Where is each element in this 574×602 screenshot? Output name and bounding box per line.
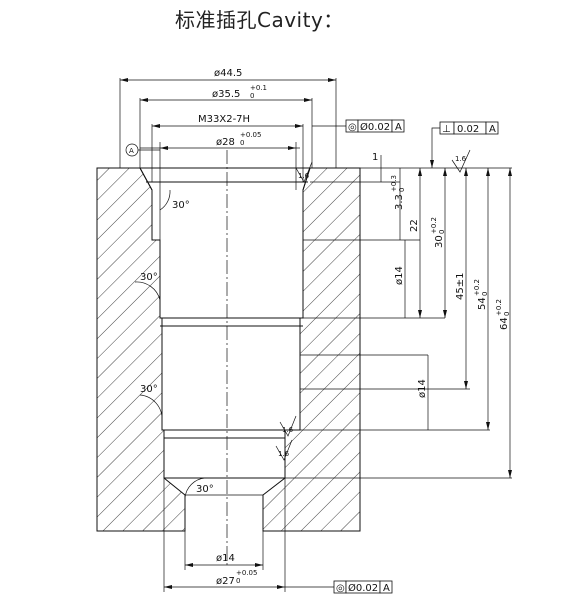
roughness-mark-top-bore: 1.6 [295,161,313,183]
angle-30-1: 30° [172,200,190,211]
dim-d14-bottom: ø14 [216,553,235,564]
dim-30-tol-up: +0.2 [430,217,438,234]
conc-bottom-symbol: ◎ [336,583,345,594]
angle-30-3: 30° [140,384,158,395]
dim-64: 64 [499,317,510,330]
dim-54: 54 [477,297,488,310]
right-wall-section [262,167,361,532]
dim-d35-5: ø35.5 [212,89,240,100]
dim-d44-5: ø44.5 [214,68,242,79]
conc-bottom-datum: A [383,583,390,594]
dim-d14-lower: ø14 [417,379,428,398]
roughness-mark-lower-1: 1.6 [279,415,297,437]
dim-45: 45±1 [455,273,466,300]
dim-54-tol-lo: 0 [481,292,489,296]
dim-3-3: 3.3 [394,194,405,210]
dim-64-tol-up: +0.2 [495,299,503,316]
angle-30-2: 30° [140,272,158,283]
conc-top-symbol: ◎ [348,122,357,133]
dim-d27-tol-up: +0.05 [236,569,257,577]
dim-m33: M33X2-7H [198,114,250,125]
roughness-mark-top-right: 1.6 [451,149,471,173]
svg-text:1.6: 1.6 [278,450,290,458]
perp-symbol: ⊥ [442,124,451,135]
concentricity-frame-bottom: ◎ Ø0.02 A [285,580,393,594]
dim-d28-tol-up: +0.05 [240,131,261,139]
dim-d27: ø27 [216,576,235,587]
concentricity-frame-top: ◎ Ø0.02 A [312,119,405,133]
dim-d35-5-tol-lo: 0 [250,92,254,100]
dim-30: 30 [434,235,445,248]
dim-22: 22 [409,219,420,232]
conc-bottom-value: Ø0.02 [348,582,378,594]
dim-30-tol-lo: 0 [438,230,446,234]
dim-64-tol-lo: 0 [503,312,511,316]
svg-text:1.6: 1.6 [298,172,310,180]
page-title: 标准插孔Cavity： [175,8,344,32]
conc-top-datum: A [395,122,402,133]
dim-d28: ø28 [216,137,235,148]
perpendicularity-frame: ⊥ 0.02 A [430,121,499,168]
dim-1: 1 [372,152,378,163]
svg-text:1.6: 1.6 [282,426,294,434]
datum-a-label: A [129,147,134,155]
perp-datum: A [489,124,496,135]
dim-d35-5-tol-up: +0.1 [250,84,267,92]
dim-3-3-tol-up: +0.3 [390,175,398,192]
dim-d27-tol-lo: 0 [236,577,240,585]
svg-text:1.6: 1.6 [455,155,467,163]
perp-value: 0.02 [457,124,479,135]
dim-54-tol-up: +0.2 [473,279,481,296]
conc-top-value: Ø0.02 [360,121,390,133]
dim-d28-tol-lo: 0 [240,139,244,147]
roughness-mark-lower-2: 1.6 [275,439,293,461]
dim-3-3-tol-lo: 0 [398,188,406,192]
angle-30-4: 30° [196,484,214,495]
left-wall-section [96,167,186,532]
dim-d14-mid: ø14 [394,266,405,285]
